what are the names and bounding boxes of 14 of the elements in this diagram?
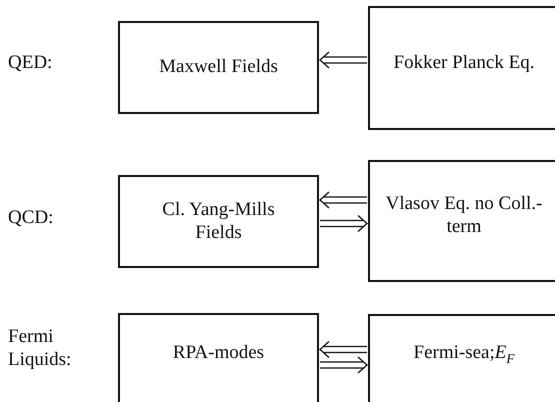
text-box: Maxwell Fields [118,21,319,114]
text-box: RPA-modes [118,313,319,402]
double-arrow [319,51,368,69]
row-label: QCD: [8,207,54,230]
double-arrow [319,356,368,374]
double-arrow [319,214,368,232]
text-box: Fokker Planck Eq. [368,6,555,130]
row-label: Fermi Liquids: [8,326,68,372]
row-label: QED: [8,52,54,75]
double-arrow [319,340,368,358]
double-arrow [319,191,368,209]
text-box: Fermi-sea;E$_{F}$ [368,314,555,402]
text-box: Cl. Yang-Mills Fields [118,175,319,268]
text-box: Vlasov Eq. no Coll.-term [368,160,555,282]
